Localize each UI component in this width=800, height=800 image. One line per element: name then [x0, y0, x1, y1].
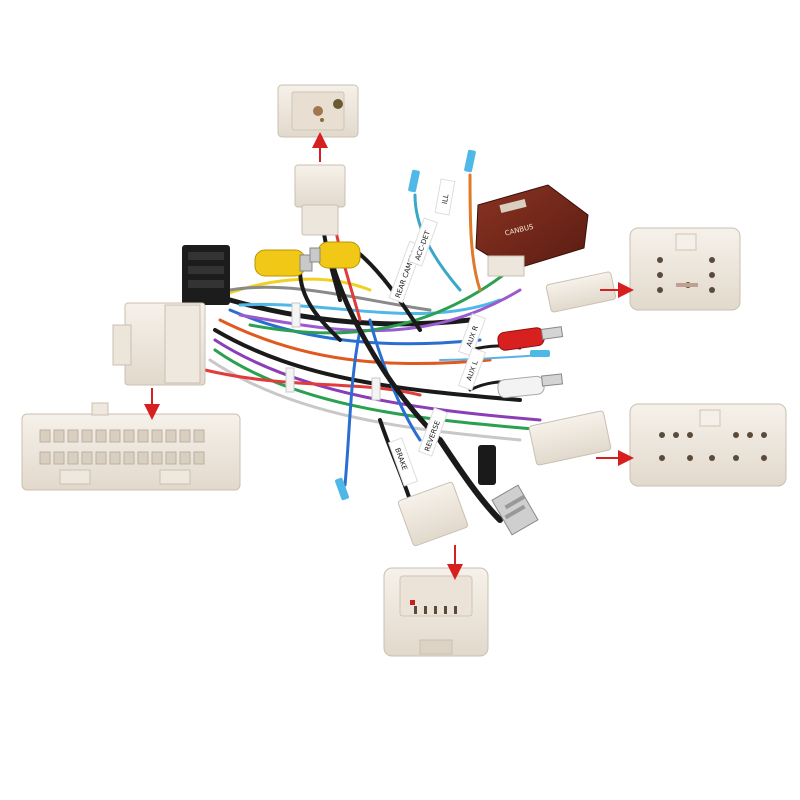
wire-tags: AUX R AUX L BRAKE REVERSE REAR CAMERA AC…	[387, 178, 487, 487]
canbus-module: CANBUS	[475, 184, 589, 277]
left-white-connector-cluster	[112, 302, 206, 386]
ill-label: ILL	[441, 194, 451, 205]
white-rca-connector	[497, 373, 564, 399]
callout-right-upper-connector-face	[629, 227, 741, 311]
right-lower-plug-connector	[528, 410, 612, 466]
callout-bottom-connector-face	[383, 567, 489, 657]
top-plug-connector	[294, 164, 346, 236]
antenna-adapter	[478, 445, 539, 536]
callout-right-lower-connector-face	[629, 403, 787, 487]
red-rca-connector	[497, 326, 564, 351]
callout-left-connector-face	[21, 402, 241, 491]
yellow-rca-connector	[254, 241, 361, 277]
zip-ties	[285, 302, 381, 401]
black-iso-connector	[182, 245, 230, 305]
callout-arrows	[144, 132, 634, 580]
blue-crimp-terminals	[335, 149, 550, 501]
bottom-plug-connector	[397, 481, 469, 547]
callout-top-connector-face	[277, 84, 359, 138]
right-upper-plug-connector	[545, 271, 617, 313]
